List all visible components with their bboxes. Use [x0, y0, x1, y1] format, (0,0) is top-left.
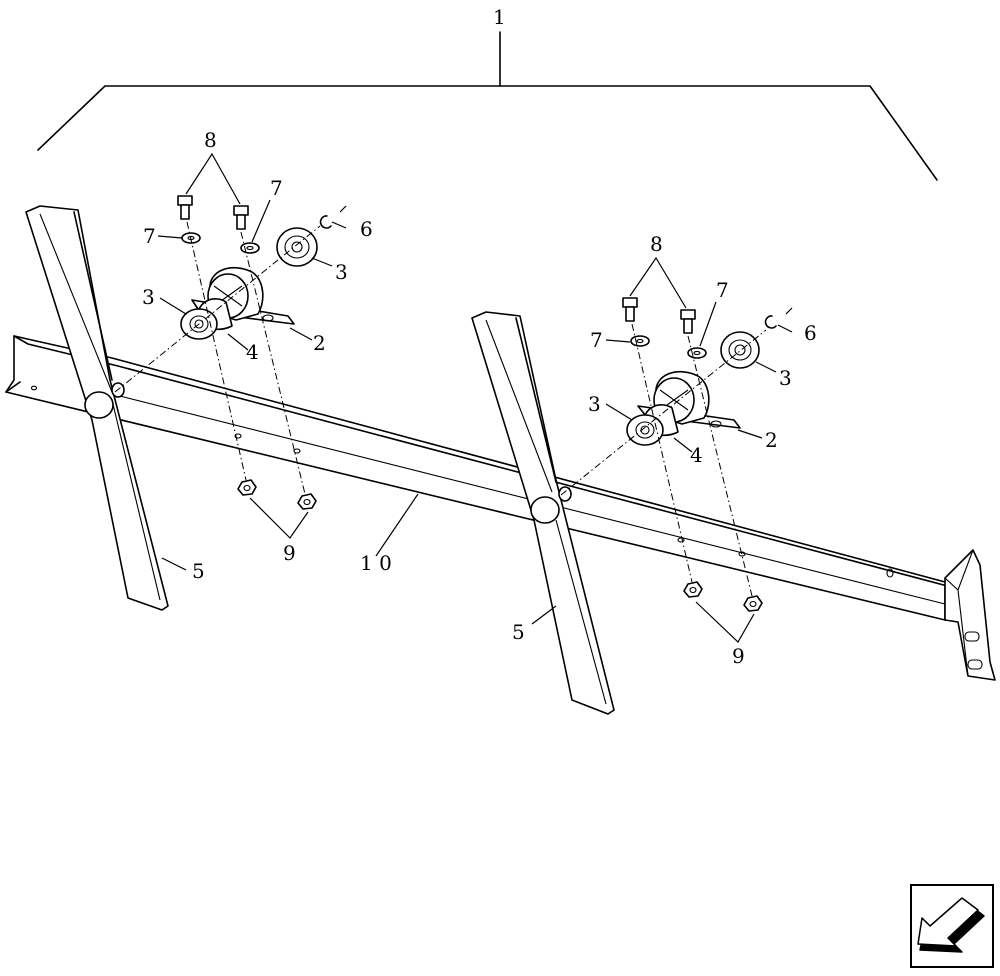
callout-9-right: 9 [732, 644, 745, 668]
callout-10: 1 0 [360, 551, 392, 575]
callout-8-left: 8 [204, 128, 217, 152]
callout-6-right: 6 [804, 321, 817, 345]
callout-4-left: 4 [246, 340, 259, 364]
leaders-left [157, 152, 419, 571]
callout-7-left-a: 7 [143, 224, 156, 248]
callout-4-right: 4 [690, 443, 703, 467]
assembly-bracket: 1 [37, 5, 938, 181]
callout-5-left: 5 [192, 559, 205, 583]
callout-3-right-b: 3 [588, 392, 601, 416]
leaders-right [531, 256, 793, 643]
blade-left [25, 205, 169, 611]
callout-5-right: 5 [512, 620, 525, 644]
callout-1: 1 [493, 5, 506, 29]
callout-3-left-a: 3 [335, 260, 348, 284]
callout-6-left: 6 [360, 217, 373, 241]
bolt-left-b [233, 205, 249, 230]
callout-2-right: 2 [765, 428, 778, 452]
callout-7-right-b: 7 [716, 278, 729, 302]
bolt-right-b [680, 309, 696, 334]
arrow-back-icon[interactable] [910, 884, 994, 968]
callout-7-right-a: 7 [590, 328, 603, 352]
callout-3-right-a: 3 [779, 366, 792, 390]
hardware-cluster-right [560, 297, 777, 612]
bolt-right-a [622, 297, 638, 322]
callout-9-left: 9 [283, 541, 296, 565]
blade-middle [471, 311, 615, 715]
angle-bar [5, 335, 996, 681]
callout-2-left: 2 [313, 331, 326, 355]
hardware-cluster-left [114, 195, 332, 510]
bolt-left-a [177, 195, 193, 220]
callout-7-left-b: 7 [270, 176, 283, 200]
callout-3-left-b: 3 [142, 285, 155, 309]
callout-8-right: 8 [650, 232, 663, 256]
